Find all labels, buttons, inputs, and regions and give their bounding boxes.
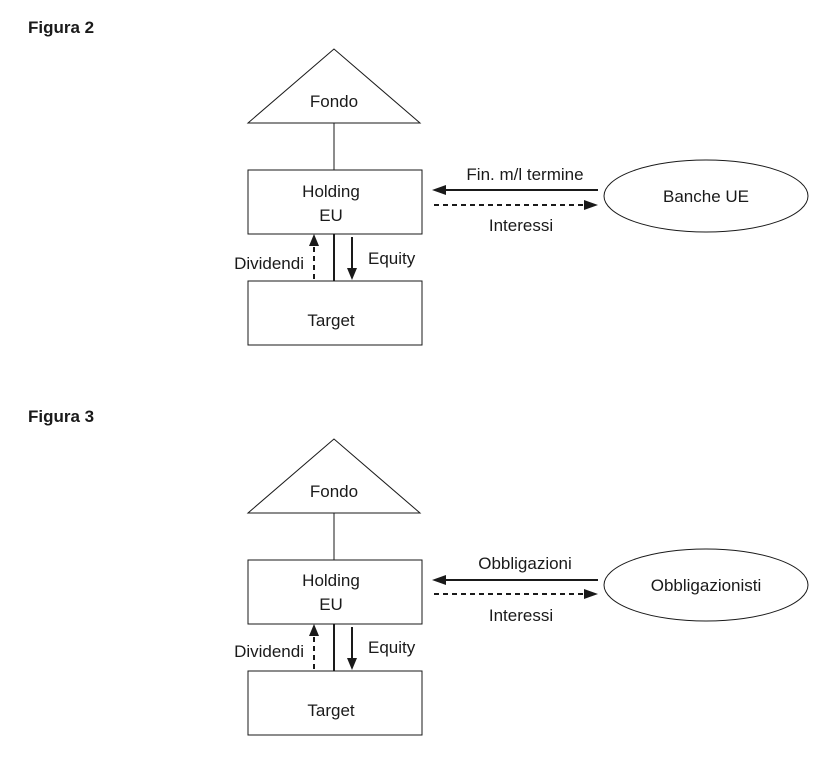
dividends-label: Dividendi — [234, 254, 304, 273]
figure-title: Figura 3 — [28, 407, 94, 426]
figure-2: Figura 2 Fondo Holding EU Target Dividen… — [28, 18, 809, 346]
target-label: Target — [307, 311, 355, 330]
lender-label: Banche UE — [663, 187, 749, 206]
fund-triangle — [246, 48, 422, 124]
equity-label: Equity — [368, 249, 416, 268]
inflow-label: Obbligazioni — [478, 554, 572, 573]
target-label: Target — [307, 701, 355, 720]
fund-label: Fondo — [310, 482, 358, 501]
interest-arrowhead — [584, 200, 598, 210]
holding-label-line1: Holding — [302, 571, 360, 590]
inflow-arrowhead — [432, 185, 446, 195]
holding-label-line1: Holding — [302, 182, 360, 201]
holding-label-line2: EU — [319, 206, 343, 225]
interest-label: Interessi — [489, 216, 553, 235]
holding-label-line2: EU — [319, 595, 343, 614]
dividends-arrowhead — [309, 624, 319, 636]
equity-arrowhead — [347, 268, 357, 280]
equity-label: Equity — [368, 638, 416, 657]
figure-3: Figura 3 Fondo Holding EU Target Dividen… — [28, 407, 809, 736]
inflow-arrowhead — [432, 575, 446, 585]
lender-label: Obbligazionisti — [651, 576, 762, 595]
lender-ellipse — [603, 548, 809, 622]
fund-triangle — [246, 438, 422, 514]
lender-ellipse — [603, 159, 809, 233]
target-box — [247, 670, 423, 736]
dividends-arrowhead — [309, 234, 319, 246]
holding-box — [247, 559, 423, 625]
equity-arrowhead — [347, 658, 357, 670]
figure-title: Figura 2 — [28, 18, 94, 37]
interest-label: Interessi — [489, 606, 553, 625]
target-box — [247, 280, 423, 346]
fund-label: Fondo — [310, 92, 358, 111]
dividends-label: Dividendi — [234, 642, 304, 661]
interest-arrowhead — [584, 589, 598, 599]
inflow-label: Fin. m/l termine — [466, 165, 583, 184]
